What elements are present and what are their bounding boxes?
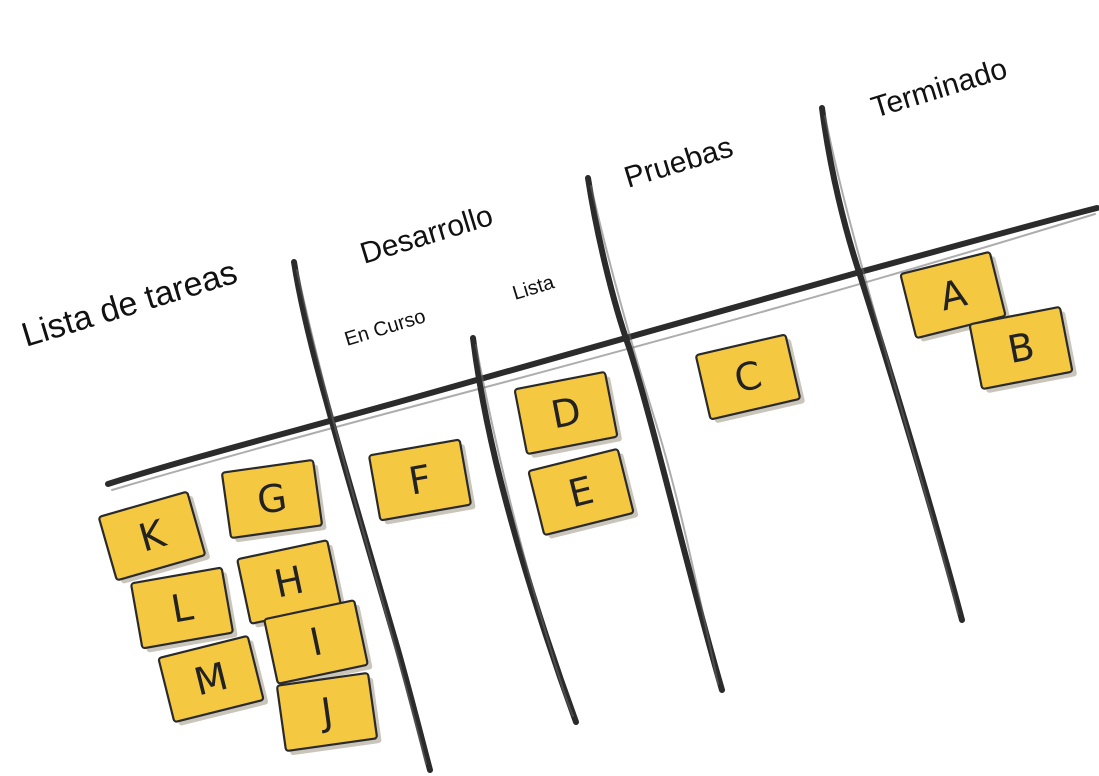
note-paper	[968, 306, 1074, 390]
header-development: Desarrollo	[356, 199, 496, 271]
header-backlog: Lista de tareas	[17, 253, 241, 355]
note-label: G	[254, 475, 289, 523]
note-paper	[263, 599, 369, 685]
note-paper	[98, 491, 206, 581]
header-done: Terminado	[867, 52, 1011, 125]
sticky-note-backlog[interactable]: I	[263, 599, 373, 688]
column-divider-3	[585, 175, 725, 693]
header-divider-line	[105, 205, 1099, 487]
sticky-note-backlog[interactable]: M	[157, 635, 269, 727]
note-paper	[527, 448, 635, 536]
sticky-note-done[interactable]: B	[968, 306, 1078, 394]
sticky-note-done[interactable]: A	[899, 251, 1011, 343]
sticky-note-backlog[interactable]: K	[98, 490, 211, 585]
column-divider-4	[819, 105, 965, 623]
sticky-note-backlog[interactable]: G	[221, 459, 327, 543]
header-in-progress: En Curso	[342, 305, 428, 350]
header-testing: Pruebas	[620, 130, 737, 194]
sticky-note-backlog[interactable]: L	[130, 566, 238, 654]
note-paper	[368, 438, 472, 522]
board-lines	[105, 105, 1099, 773]
note-paper	[130, 566, 234, 650]
sticky-note-testing[interactable]: C	[695, 333, 806, 425]
sticky-note-in-progress[interactable]: F	[368, 438, 476, 526]
note-paper	[221, 459, 323, 539]
sticky-note-backlog[interactable]: J	[276, 672, 382, 756]
note-paper	[513, 371, 619, 455]
note-paper	[276, 672, 378, 752]
sticky-note-ready[interactable]: E	[527, 448, 639, 540]
column-headers: Lista de tareas Desarrollo En Curso List…	[17, 52, 1011, 354]
sticky-note-ready[interactable]: D	[513, 371, 623, 459]
header-ready: Lista	[510, 271, 558, 305]
note-paper	[695, 333, 801, 421]
note-paper	[157, 635, 265, 723]
note-paper	[899, 251, 1007, 339]
